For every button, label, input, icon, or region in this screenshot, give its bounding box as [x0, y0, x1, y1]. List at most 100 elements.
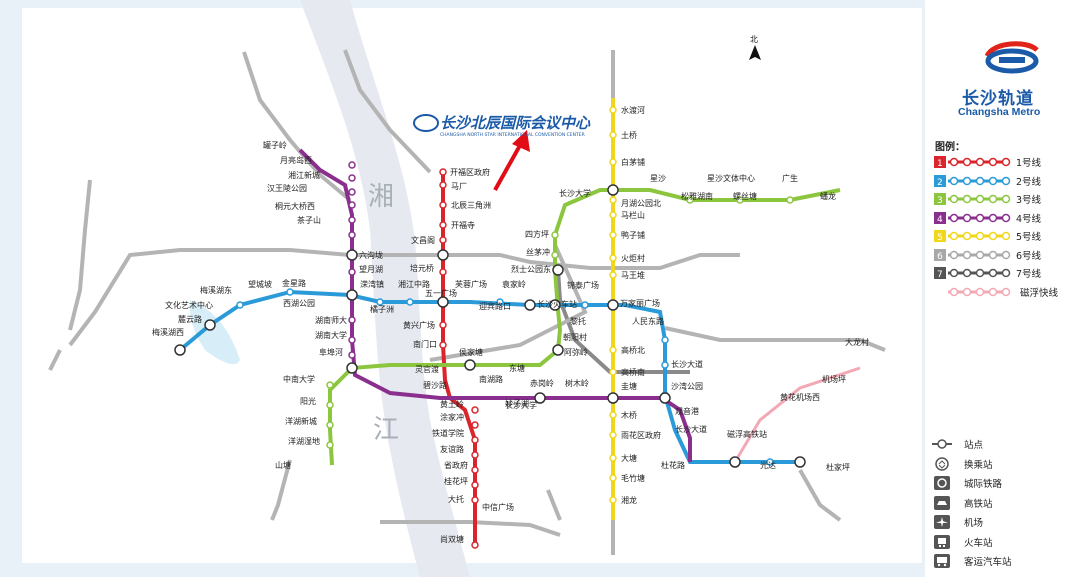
line-6-east-path: [664, 326, 886, 352]
station-label: 松雅湖南: [681, 191, 713, 201]
station-label: 湘江中路: [398, 279, 430, 289]
arrow-to-venue: [493, 139, 525, 191]
station-label: 大龙村: [845, 337, 869, 347]
legend-line-label: 7号线: [1016, 269, 1042, 280]
station-label: 梅溪湖东: [200, 285, 232, 295]
legend-line-label: 2号线: [1016, 176, 1042, 188]
bus-station-icon: [932, 553, 950, 568]
station-label: 洋湖湿地: [288, 436, 320, 446]
station-label: 阳光: [300, 396, 316, 406]
legend-symbol-label: 站点: [964, 440, 984, 451]
svg-text:1: 1: [937, 159, 943, 169]
station-label: 迎宾路口: [479, 301, 511, 311]
legend-symbol-label: 高铁站: [964, 498, 993, 510]
station-label: 培元桥: [410, 263, 434, 273]
station-label: 光达: [760, 460, 776, 470]
station-label: 丝茅冲: [526, 247, 550, 257]
station-label: 长沙大道: [671, 359, 703, 369]
venue-title-block: 长沙北辰国际会议中心 CHANGSHA NORTH STAR INTERNATI…: [413, 114, 591, 138]
station-label: 木桥: [621, 410, 637, 420]
station-label: 袁家岭: [502, 279, 526, 289]
station-label: 五一广场: [425, 288, 457, 298]
venue-title: 长沙北辰国际会议中心: [440, 114, 591, 132]
station-label: 罐子岭: [263, 140, 287, 150]
station-label: 汉王陵公园: [267, 184, 307, 193]
station-label: 高桥北: [621, 345, 645, 355]
station-label: 月亮岛西: [280, 155, 312, 165]
station-label: 中信广场: [482, 502, 514, 512]
station-label: 南门口: [413, 339, 437, 349]
station-label: 南湖路: [479, 374, 503, 384]
line-swatch-icon: 3: [934, 193, 1011, 206]
station-label: 鸭子铺: [621, 230, 645, 240]
station-label: 六沟垅: [359, 250, 383, 260]
legend-line-7: 7 7号线: [934, 266, 1074, 280]
logo-name-en: Changsha Metro: [958, 106, 1041, 118]
legend-line-label: 5号线: [1016, 232, 1042, 243]
station-label: 长沙大学: [559, 188, 591, 198]
line-swatch-icon: 2: [934, 174, 1011, 188]
station-label: 锦泰广场: [567, 280, 599, 290]
metro-map[interactable]: 北 湘 江 长沙北辰国际会议中心 CHANGSHA NORTH STAR INT…: [0, 0, 925, 577]
legend-symbol-airport: 机场: [932, 514, 1072, 530]
line-swatch-icon: 5: [934, 230, 1011, 243]
station-label: 雨花区政府: [621, 430, 661, 440]
station-label: 杜家坪: [826, 462, 850, 472]
station-label: 文化艺术中心: [165, 300, 213, 310]
legend-symbol-bus-station: 客运汽车站: [932, 553, 1072, 569]
station-label: 黎托: [570, 316, 586, 326]
svg-text:3: 3: [937, 196, 943, 206]
station-icon: [932, 436, 952, 450]
legend-symbol-station: 站点: [932, 436, 1072, 452]
legend-symbol-label: 火车站: [964, 537, 993, 549]
station-label: 茶子山: [297, 215, 321, 225]
station-label: 月湖公园北: [621, 199, 661, 208]
station-label: 高桥南: [621, 367, 645, 377]
station-label: 妙子湖: [505, 398, 529, 408]
station-label: 省政府: [444, 460, 468, 470]
transfer-dots: [174, 184, 806, 468]
station-label: 黄土岭: [440, 399, 464, 409]
station-label: 望城坡: [248, 279, 272, 289]
station-label: 长沙火车站: [537, 299, 577, 309]
station-label: 蟠龙: [820, 191, 836, 201]
station-label: 赤岗岭: [530, 378, 554, 388]
line-4-path: [298, 148, 692, 462]
station-label: 螺丝塘: [733, 191, 757, 201]
station-label: 星沙文体中心: [707, 173, 755, 183]
station-label: 山塘: [275, 460, 291, 470]
juzi-island: [189, 300, 240, 365]
station-label: 圭塘: [621, 381, 637, 391]
river-label-2: 江: [373, 415, 399, 445]
station-label: 万家丽广场: [620, 298, 660, 308]
station-label: 尚双塘: [440, 534, 464, 544]
station-label: 铁道学院: [432, 428, 464, 438]
train-station-icon: [932, 534, 950, 549]
station-label: 北辰三角洲: [451, 200, 491, 210]
legend-symbol-label: 城际铁路: [964, 479, 1003, 490]
station-label: 文昌阁: [411, 235, 435, 245]
station-label: 星沙: [650, 174, 666, 183]
station-label: 广生: [782, 173, 798, 183]
line-swatch-icon: [948, 287, 1011, 296]
station-label: 沙湾公园: [671, 381, 703, 391]
svg-text:2: 2: [937, 178, 943, 188]
station-label: 磁浮高铁站: [727, 429, 767, 439]
intercity-icon: [932, 475, 950, 490]
line-swatch-icon: 4: [934, 211, 1011, 225]
station-label: 白茅铺: [621, 157, 645, 167]
station-label: 黄兴广场: [403, 320, 435, 330]
changsha-metro-logo-icon: [984, 41, 1039, 74]
line-swatch-icon: 7: [934, 267, 1011, 280]
station-label: 梅溪湖西: [152, 327, 184, 337]
legend-panel: [925, 0, 1080, 577]
station-label: 烈士公园东: [511, 264, 551, 274]
venue-title-en: CHANGSHA NORTH STAR INTERNATIONAL CONVEN…: [440, 132, 585, 138]
station-label: 东塘: [509, 363, 525, 373]
north-label: 北: [750, 35, 758, 44]
station-label: 湖南大学: [315, 330, 347, 340]
